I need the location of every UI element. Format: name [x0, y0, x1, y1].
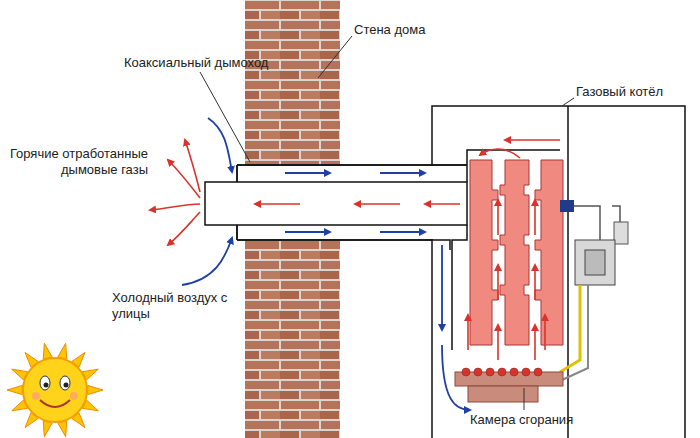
boiler-housing [432, 106, 685, 438]
heat-exchanger [470, 160, 563, 345]
leader-lines [200, 36, 574, 410]
inner-pipe [205, 182, 467, 225]
sun-icon [7, 343, 103, 437]
part-label: Газовый котёл [576, 84, 694, 100]
part-label: Стена дома [354, 22, 464, 38]
part-label: Камера сгорания [470, 412, 600, 428]
gas-valve [575, 240, 615, 285]
flow-label: Горячие отработанные дымовые газы [8, 146, 148, 178]
part-label: Коаксиальный дымоход [124, 55, 294, 71]
flow-label: Холодный воздух с улицы [112, 290, 242, 322]
burner [455, 372, 563, 386]
